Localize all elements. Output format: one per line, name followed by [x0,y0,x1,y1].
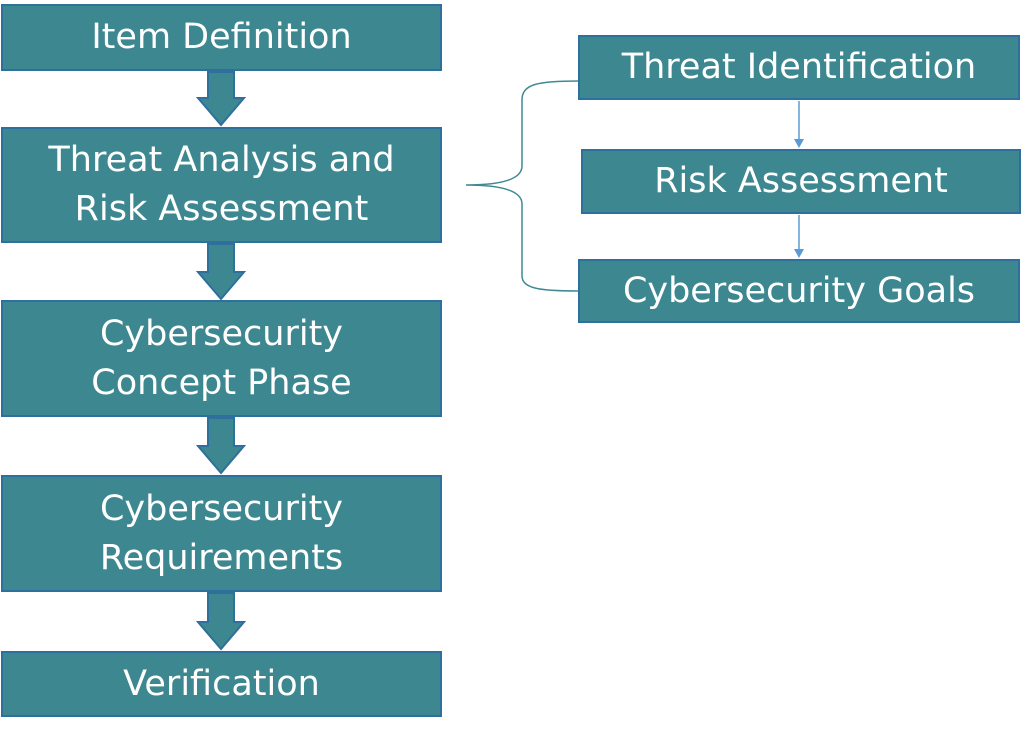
small-arrow-1-head [794,139,804,148]
item-definition-label: Item Definition [91,17,352,57]
cybersecurity-concept-phase-box: Cybersecurity Concept Phase [1,300,442,417]
arrow-down-4 [195,592,247,651]
cybersecurity-goals-box: Cybersecurity Goals [578,259,1020,323]
cybersecurity-goals-label: Cybersecurity Goals [622,270,976,311]
small-arrow-2-head [794,249,804,258]
requirements-label: Cybersecurity Requirements [99,488,344,578]
arrow-down-3 [195,417,247,475]
brace-connector [465,80,579,292]
threat-identification-box: Threat Identification [578,35,1020,100]
concept-phase-label: Cybersecurity Concept Phase [91,313,352,403]
arrow-down-2 [195,243,247,301]
threat-identification-label: Threat Identification [621,47,977,87]
arrow-down-1 [195,71,247,127]
risk-assessment-label: Risk Assessment [654,161,948,201]
cybersecurity-requirements-box: Cybersecurity Requirements [1,475,442,592]
tara-label: Threat Analysis and Risk Assessment [48,140,395,229]
threat-analysis-risk-assessment-box: Threat Analysis and Risk Assessment [1,127,442,243]
verification-label: Verification [123,663,320,704]
risk-assessment-box: Risk Assessment [581,149,1021,214]
verification-box: Verification [1,651,442,717]
item-definition-box: Item Definition [1,4,442,71]
